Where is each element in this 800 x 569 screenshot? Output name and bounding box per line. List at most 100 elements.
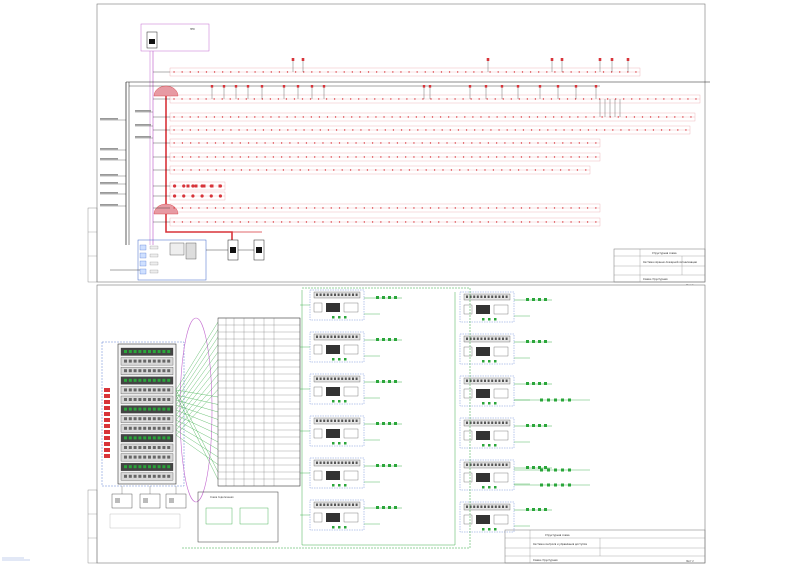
detector-icon [327, 129, 330, 131]
title-block-top-line2: Система охранно-пожарной сигнализации [643, 261, 697, 264]
controller-icon [313, 291, 361, 299]
detector-icon [231, 207, 233, 209]
controller-icon [313, 375, 361, 383]
detector-icon [534, 98, 537, 100]
detector-icon [270, 116, 272, 118]
detector-icon [424, 71, 426, 73]
detector-icon [495, 221, 498, 223]
detector-icon [376, 380, 379, 383]
detector-icon [513, 71, 516, 73]
detector-icon [316, 169, 318, 171]
detector-icon [214, 221, 217, 223]
title-block-top-line3: Схема структурная [643, 278, 668, 281]
rack-unit [120, 367, 174, 375]
detector-icon [341, 169, 343, 171]
controller-icon [313, 417, 361, 425]
detector-icon [223, 156, 225, 158]
detector-icon [647, 98, 649, 100]
detector-icon [520, 156, 523, 158]
detector-icon [269, 98, 272, 100]
detector-icon [663, 98, 665, 100]
detector-icon [351, 116, 353, 118]
detector-icon [544, 424, 547, 427]
detector-icon [396, 156, 399, 158]
detector-icon [529, 71, 532, 73]
panel-icon [104, 388, 110, 392]
detector-icon [598, 58, 602, 61]
detector-icon [330, 221, 332, 223]
detector-icon [388, 338, 391, 341]
detector-icon [415, 116, 418, 118]
detector-icon [475, 169, 478, 171]
detector-icon [538, 71, 540, 73]
detector-icon [182, 194, 186, 198]
detector-icon [213, 71, 216, 73]
detector-icon [338, 221, 341, 223]
detector-icon [612, 129, 614, 131]
detector-icon [239, 156, 241, 158]
detector-icon [358, 169, 360, 171]
detector-icon [685, 129, 687, 131]
detector-icon [301, 58, 305, 61]
detector-icon [210, 184, 214, 188]
detector-icon [191, 184, 195, 188]
detector-icon [562, 207, 564, 209]
detector-icon [682, 116, 684, 118]
detector-icon [479, 142, 481, 144]
detector-icon [421, 207, 423, 209]
detector-icon [471, 207, 473, 209]
detector-icon [586, 156, 589, 158]
detector-icon [526, 298, 529, 301]
detector-icon [454, 142, 456, 144]
sheet-bottom: Схема подключения Структурная схема Сист… [87, 284, 706, 564]
trunk-label-bar [100, 192, 118, 194]
rack-unit [120, 424, 174, 433]
detector-icon [249, 169, 251, 171]
detector-icon [529, 207, 531, 209]
detector-icon [173, 116, 175, 118]
detector-icon [595, 221, 597, 223]
detector-icon [537, 142, 539, 144]
detector-icon [594, 85, 598, 88]
detector-icon [545, 156, 547, 158]
detector-icon [221, 116, 224, 118]
panel-icon [104, 394, 110, 398]
detector-icon [214, 142, 217, 144]
detector-icon [454, 221, 456, 223]
detector-icon [561, 398, 564, 402]
detector-icon [479, 207, 481, 209]
detector-icon [510, 98, 512, 100]
detector-icon [578, 71, 580, 73]
detector-icon [677, 129, 679, 131]
controller-block [309, 457, 402, 489]
detector-icon [462, 207, 465, 209]
detector-icon [388, 296, 391, 299]
detector-icon [532, 382, 535, 385]
detector-icon [690, 116, 692, 118]
detector-icon [400, 129, 403, 131]
detector-icon [314, 221, 316, 223]
detector-icon [256, 142, 258, 144]
detector-icon [305, 156, 308, 158]
detector-icon [668, 129, 671, 131]
detector-icon [351, 71, 354, 73]
detector-icon [408, 169, 411, 171]
detector-icon [296, 85, 300, 88]
detector-icon [408, 71, 410, 73]
detector-icon [333, 98, 336, 100]
detector-icon [471, 142, 473, 144]
detector-icon [289, 221, 291, 223]
panel-icon [104, 406, 110, 410]
detector-icon [582, 98, 585, 100]
detector-icon [334, 116, 337, 118]
detector-icon [207, 169, 209, 171]
detector-icon [390, 98, 392, 100]
detector-icon [446, 156, 448, 158]
detector-icon [570, 142, 572, 144]
detector-icon [382, 296, 385, 299]
rack-unit [120, 434, 174, 443]
detector-icon [404, 142, 407, 144]
detector-icon [569, 116, 571, 118]
detector-icon [319, 71, 321, 73]
